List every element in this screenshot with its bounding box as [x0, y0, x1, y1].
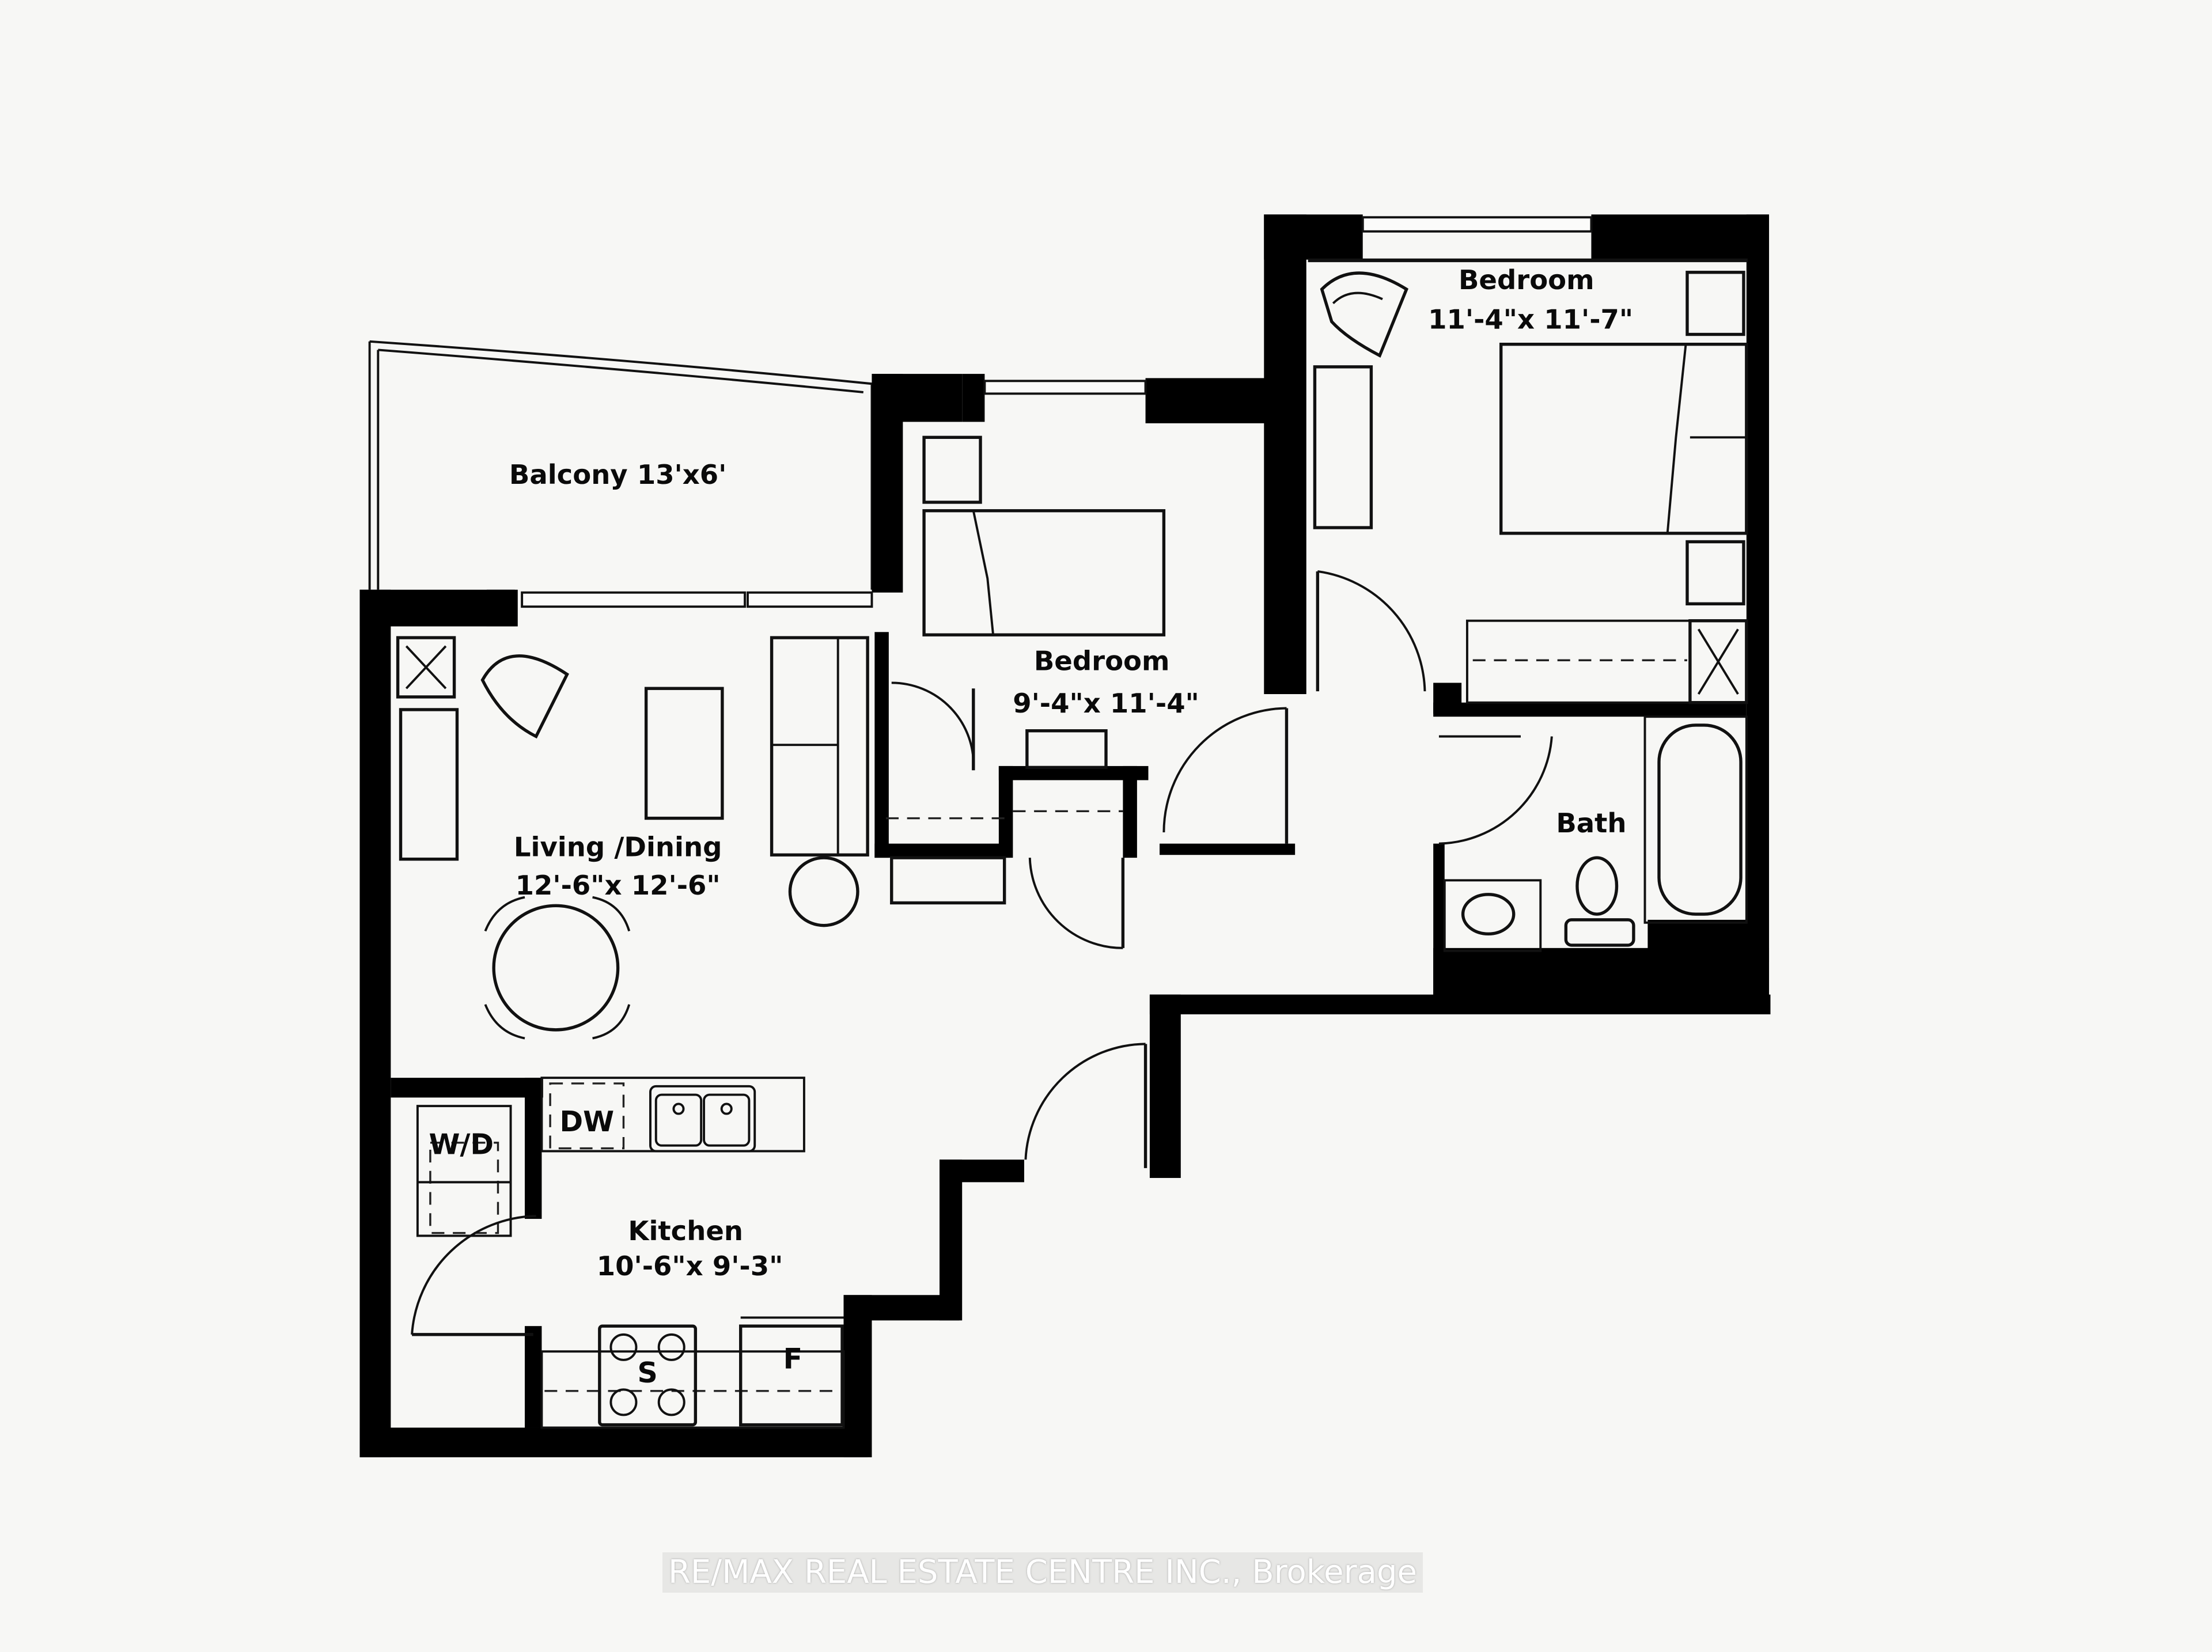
dishwasher-label: DW — [559, 1105, 614, 1138]
kitchen-dimensions: 10'-6"x 9'-3" — [597, 1251, 783, 1282]
bedroom-primary-label: Bedroom — [1459, 264, 1594, 295]
kitchen: DW W/D S F Kitchen 10'-6"x 9'-3" — [411, 1077, 845, 1429]
kitchen-label: Kitchen — [628, 1215, 743, 1246]
hall-doors — [890, 856, 1147, 1168]
living-dining-dimensions: 12'-6"x 12'-6" — [516, 870, 721, 901]
living-dining: Living /Dining 12'-6"x 12'-6" — [396, 636, 869, 1040]
bathroom: Bath — [1438, 715, 1748, 952]
bedroom-second-label: Bedroom — [1034, 645, 1170, 676]
bath-label: Bath — [1556, 808, 1626, 839]
brokerage-watermark: RE/MAX REAL ESTATE CENTRE INC., Brokerag… — [662, 1552, 1423, 1593]
balcony: Balcony 13'x6' — [368, 340, 873, 590]
walls — [359, 214, 1771, 1457]
bedroom-primary-dimensions: 11'-4"x 11'-7" — [1428, 304, 1633, 335]
fridge-label: F — [783, 1343, 802, 1376]
balcony-label: Balcony 13'x6' — [509, 459, 727, 490]
second-bedroom: Bedroom 9'-4"x 11'-4" — [885, 435, 1289, 844]
washer-dryer-label: W/D — [429, 1128, 494, 1161]
windows — [521, 216, 1593, 608]
bedroom-second-dimensions: 9'-4"x 11'-4" — [1013, 688, 1199, 719]
living-dining-label: Living /Dining — [514, 832, 722, 863]
primary-bedroom: Bedroom 11'-4"x 11'-7" — [1308, 258, 1748, 704]
stove-label: S — [637, 1357, 657, 1389]
